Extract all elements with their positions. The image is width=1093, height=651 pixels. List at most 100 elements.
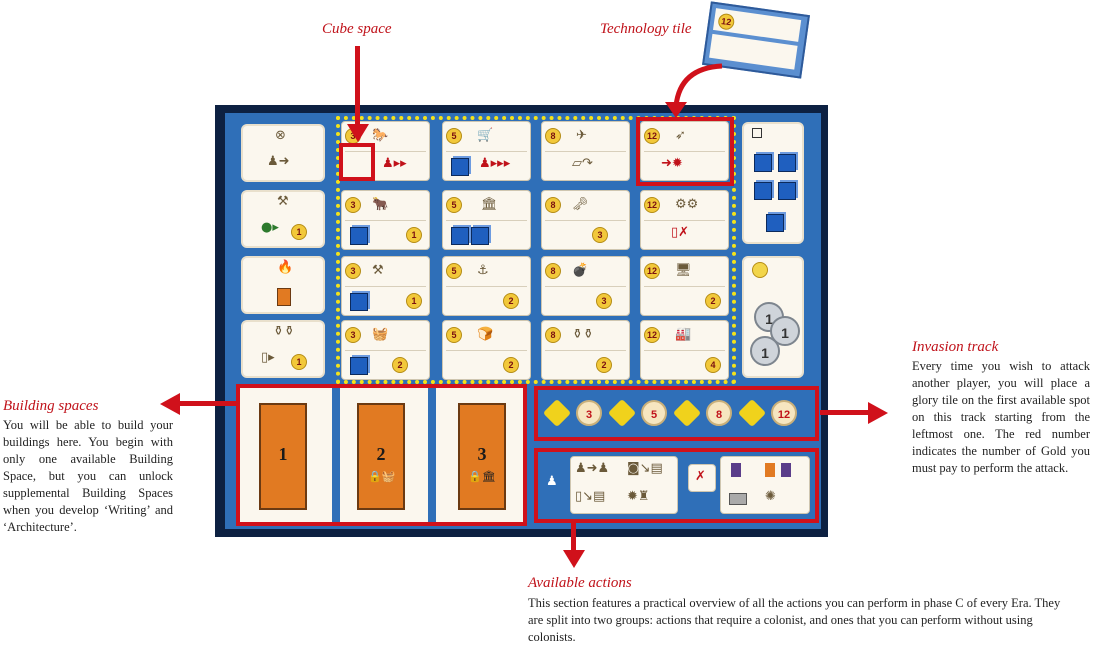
rocket-icon: ➶ <box>675 128 686 143</box>
basket-icon: 🧺 <box>372 327 389 342</box>
free-actions-card: ✺ <box>720 456 810 514</box>
technology-tile[interactable]: 5 🍞 2 <box>442 320 531 380</box>
technology-tile[interactable]: 8 🗝 3 <box>541 190 630 250</box>
technology-tile[interactable]: 8 💣 3 <box>541 256 630 316</box>
gold-coin: 2 <box>503 293 519 309</box>
divider <box>332 387 340 523</box>
plane-icon: ✈ <box>576 128 587 143</box>
technology-tile[interactable]: 12 🏭 4 <box>640 320 729 380</box>
key-icon: 🗝 <box>572 197 589 212</box>
arrow-head <box>160 393 180 415</box>
crane-icon: ⚓ <box>477 263 489 278</box>
gold-coin: 2 <box>392 357 408 373</box>
available-actions-text: This section features a practical overvi… <box>528 596 1061 644</box>
colonist-move-icon: ♟➜♟ <box>575 461 610 476</box>
available-actions-title: Available actions <box>528 575 632 591</box>
technology-tile-title: Technology tile <box>600 21 692 37</box>
technology-tile[interactable]: 8 ✈ ▱↷ <box>541 121 630 181</box>
gold-coin: 2 <box>503 357 519 373</box>
technology-area-outline <box>336 116 736 384</box>
row-reward-card-3: 🔥 <box>241 256 325 314</box>
cart-icon: 🛒 <box>477 128 494 143</box>
available-actions-highlight <box>534 448 819 523</box>
technology-tile[interactable]: 12 ⚙⚙ ▯✗ <box>640 190 729 250</box>
cost-coin: 5 <box>446 263 462 279</box>
technology-tile[interactable]: 3 ⚒ 1 <box>341 256 430 316</box>
invasion-spot[interactable]: 12 <box>771 400 797 426</box>
row-reward-card-2: ⚒ ●▸ 1 <box>241 190 325 248</box>
gold-icon <box>752 262 768 278</box>
cube-icon <box>766 214 784 232</box>
colonist-icon: ♟ <box>546 474 558 489</box>
gold-coin: 3 <box>596 293 612 309</box>
cost-coin: 8 <box>545 327 561 343</box>
building-icon <box>277 288 291 306</box>
attack-icon: ✹♜ <box>627 489 650 504</box>
arrow-head <box>563 550 585 568</box>
gold-coin: 2 <box>596 357 612 373</box>
technology-tile[interactable]: 5 🏛 <box>442 190 531 250</box>
gold-coin: 1 <box>406 227 422 243</box>
building-spaces-highlight <box>236 384 527 526</box>
cube-supply <box>742 122 804 244</box>
cost-coin: 3 <box>345 263 361 279</box>
arrow-shaft <box>571 523 576 553</box>
building-space-3[interactable]: 3 <box>458 403 506 510</box>
gold-coin: 3 <box>592 227 608 243</box>
technology-tile[interactable]: 5 🛒 ♟▸▸▸ <box>442 121 531 181</box>
technology-tile[interactable]: 12 ➶ ➜✹ <box>640 121 729 181</box>
card-icon <box>781 463 791 477</box>
cost-coin: 8 <box>545 197 561 213</box>
technology-tile[interactable]: 8 ⚱⚱ 2 <box>541 320 630 380</box>
invasion-track-highlight <box>534 386 819 441</box>
technology-tile[interactable]: 5 ⚓ 2 <box>442 256 531 316</box>
cube-icon <box>350 357 368 375</box>
cost-coin: 12 <box>644 128 660 144</box>
technology-tile[interactable]: 12 🖥 2 <box>640 256 729 316</box>
chariot-icon: 🐎 <box>372 128 389 143</box>
building-space-2[interactable]: 2 <box>357 403 405 510</box>
gold-build-icon: ◙↘▤ <box>627 461 663 476</box>
technology-tile[interactable]: 3 🧺 2 <box>341 320 430 380</box>
resource-icon: ●▸ <box>261 220 279 235</box>
cube-icon <box>754 154 772 172</box>
temple-icon: 🏛 <box>481 197 498 212</box>
row-reward-card-1: ⊗ ♟➜ <box>241 124 325 182</box>
wheel-icon: ⊗ <box>275 128 286 143</box>
row-reward-card-4: ⚱⚱ ▯▸ 1 <box>241 320 325 378</box>
cost-coin: 3 <box>345 327 361 343</box>
computer-icon: 🖥 <box>675 263 692 278</box>
divider <box>428 387 436 523</box>
invasion-spot[interactable]: 8 <box>706 400 732 426</box>
building-spaces-title: Building spaces <box>3 398 99 414</box>
discard-icon: ▯✗ <box>671 225 690 240</box>
arrow-head <box>868 402 888 424</box>
silver-coin: 1 <box>750 336 780 366</box>
cube-icon <box>350 227 368 245</box>
invasion-spot[interactable]: 5 <box>641 400 667 426</box>
technology-tile[interactable]: 3 🐂 1 <box>341 190 430 250</box>
invasion-spot[interactable]: 3 <box>576 400 602 426</box>
card-icon <box>765 463 775 477</box>
crossed-colonist-icon: ✗ <box>695 469 706 484</box>
building-space-1[interactable]: 1 <box>259 403 307 510</box>
bread-icon: 🍞 <box>477 327 494 342</box>
cube-icon <box>778 154 796 172</box>
move-arrows-icon: ♟▸▸▸ <box>479 156 511 171</box>
goods-icon: ⚱⚱ <box>273 324 295 339</box>
invasion-track-text: Every time you wish to attack another pl… <box>912 359 1090 475</box>
arrow-shaft <box>178 401 236 406</box>
plough-icon: 🐂 <box>372 197 389 212</box>
cost-coin: 5 <box>446 327 462 343</box>
gold-coin: 1 <box>406 293 422 309</box>
cost-coin: 8 <box>545 128 561 144</box>
gears-icon: ⚙⚙ <box>675 197 699 212</box>
tile-icon <box>729 493 747 505</box>
cube-icon <box>451 227 469 245</box>
arrow-head <box>347 124 369 142</box>
lock-icon: 🔒🏛 <box>468 470 496 483</box>
arrow-shaft <box>355 46 360 130</box>
cube-icon <box>350 293 368 311</box>
anvil-icon: ⚒ <box>372 263 384 278</box>
colonist-actions-card: ♟➜♟ ◙↘▤ ▯↘▤ ✹♜ <box>570 456 678 514</box>
